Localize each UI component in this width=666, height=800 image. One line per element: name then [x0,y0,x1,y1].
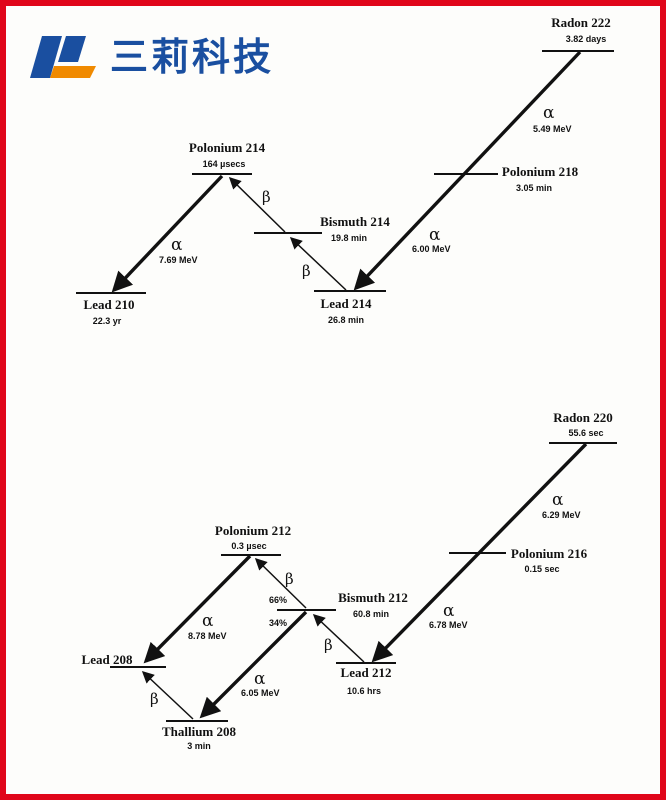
label-lead-210: Lead 210 [84,297,135,312]
symbol-beta-pb214: β [302,262,311,280]
energy-alpha-po212: 8.78 MeV [188,631,227,641]
halflife-lead-210: 22.3 yr [93,316,122,326]
arrow-alpha-po212-pb208 [143,554,252,664]
arrow-alpha-po214-pb210 [111,174,224,293]
energy-alpha-po214: 7.69 MeV [159,255,198,265]
energy-alpha-po216: 6.78 MeV [429,620,468,630]
label-radon-222: Radon 222 [551,15,611,30]
branch-beta-percent: 66% [269,595,287,605]
label-polonium-216: Polonium 216 [511,546,588,561]
label-lead-208: Lead 208 [82,652,133,667]
branch-alpha-percent: 34% [269,618,287,628]
label-bismuth-212: Bismuth 212 [338,590,408,605]
energy-alpha-rn220: 6.29 MeV [542,510,581,520]
halflife-bismuth-212: 60.8 min [353,609,389,619]
arrow-beta-bi214-po214 [228,176,286,233]
arrow-beta-pb212-bi212 [312,613,365,663]
chain-radon-222: Radon 222 3.82 days Polonium 218 3.05 mi… [76,15,614,326]
symbol-beta-pb212: β [324,636,333,654]
arrow-alpha-bi212-tl208 [199,610,308,719]
arrow-beta-pb214-bi214 [289,236,347,291]
energy-alpha-po218: 6.00 MeV [412,244,451,254]
halflife-radon-220: 55.6 sec [568,428,603,438]
label-lead-212: Lead 212 [341,665,392,680]
halflife-bismuth-214: 19.8 min [331,233,367,243]
chain-radon-220: Radon 220 55.6 sec Polonium 216 0.15 sec… [82,410,617,751]
symbol-alpha-rn222: α [543,103,555,123]
halflife-lead-214: 26.8 min [328,315,364,325]
label-radon-220: Radon 220 [553,410,613,425]
label-polonium-212: Polonium 212 [215,523,291,538]
halflife-polonium-212: 0.3 µsec [231,541,266,551]
label-lead-214: Lead 214 [321,296,372,311]
label-polonium-218: Polonium 218 [502,164,579,179]
label-thallium-208: Thallium 208 [162,724,237,739]
symbol-alpha-bi212: α [254,669,266,689]
energy-alpha-bi212: 6.05 MeV [241,688,280,698]
arrow-alpha-rn220-pb212 [371,442,588,663]
label-polonium-214: Polonium 214 [189,140,266,155]
halflife-polonium-218: 3.05 min [516,183,552,193]
symbol-alpha-rn220: α [552,490,564,510]
halflife-lead-212: 10.6 hrs [347,686,381,696]
symbol-alpha-po218: α [429,225,441,245]
company-logo: 三莉科技 [28,32,274,82]
arrow-alpha-rn222-pb214 [353,50,582,291]
arrow-beta-tl208-pb208 [141,670,194,720]
halflife-polonium-216: 0.15 sec [524,564,559,574]
logo-mark-icon [30,36,96,78]
symbol-beta-bi214: β [262,188,271,206]
symbol-beta-tl208: β [150,690,159,708]
halflife-thallium-208: 3 min [187,741,211,751]
decay-chain-diagram: Radon 222 3.82 days Polonium 218 3.05 mi… [76,15,617,751]
energy-alpha-rn222: 5.49 MeV [533,124,572,134]
symbol-alpha-po212: α [202,611,214,631]
symbol-beta-bi212: β [285,570,294,588]
symbol-alpha-po214: α [171,235,183,255]
arrow-beta-bi212-po212 [254,557,307,609]
halflife-radon-222: 3.82 days [566,34,607,44]
halflife-polonium-214: 164 µsecs [203,159,246,169]
label-bismuth-214: Bismuth 214 [320,214,390,229]
symbol-alpha-po216: α [443,601,455,621]
logo-text: 三莉科技 [110,35,275,79]
